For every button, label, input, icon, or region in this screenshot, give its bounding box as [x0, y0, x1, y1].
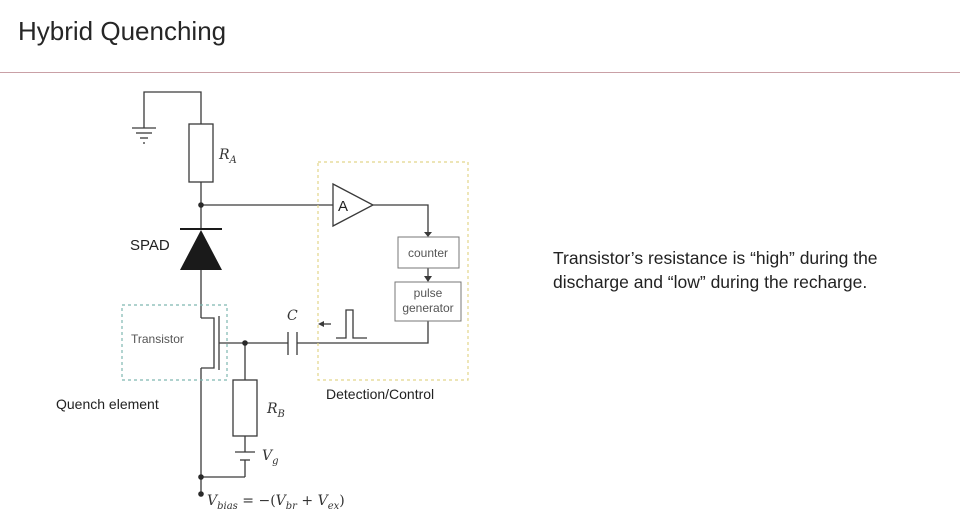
label-transistor: Transistor	[131, 332, 184, 346]
label-quench-element: Quench element	[56, 396, 159, 412]
page-title: Hybrid Quenching	[18, 16, 227, 46]
wire-amp-to-counter	[373, 204, 429, 236]
caption-line: discharge and “low” during the recharge.	[553, 272, 868, 292]
label-vbias-equation: Vbias = −(Vbr + Vex)	[207, 493, 345, 512]
battery-vg-icon	[235, 451, 255, 461]
label-capacitor: C	[287, 308, 298, 324]
junction-dot	[198, 202, 204, 208]
junction-dot	[198, 474, 204, 480]
label-generator: generator	[402, 301, 453, 315]
junction-dot	[242, 340, 248, 346]
resistor-ra	[188, 123, 214, 183]
ground-wire	[143, 91, 202, 128]
pulse-generator-block	[394, 281, 462, 322]
resistor-rb	[232, 379, 258, 437]
detection-control-box	[317, 161, 469, 381]
label-amplifier: A	[338, 198, 348, 215]
title-divider	[0, 72, 960, 73]
label-counter: counter	[408, 246, 448, 260]
label-spad: SPAD	[130, 237, 170, 254]
ground-icon	[132, 127, 156, 144]
label-ra: RA	[218, 147, 237, 166]
spad-diode-icon	[180, 228, 222, 270]
capacitor-c	[287, 332, 298, 355]
wire-cap-to-pulse	[297, 321, 429, 344]
label-detection-control: Detection/Control	[326, 386, 434, 402]
label-rb: RB	[266, 401, 285, 420]
counter-block	[397, 236, 460, 269]
pulse-waveform-icon	[336, 309, 367, 339]
arrowhead-to-pulse	[424, 276, 432, 282]
caption-text: Transistor’s resistance is “high” during…	[553, 246, 953, 294]
arrowhead-to-counter	[424, 232, 432, 237]
transistor-symbol	[201, 316, 288, 370]
caption-line: Transistor’s resistance is “high” during…	[553, 248, 878, 268]
arrowhead-pulse-left	[318, 321, 324, 327]
label-vg: Vg	[262, 448, 279, 467]
label-pulse: pulse	[414, 286, 443, 300]
terminal-dot	[198, 491, 204, 497]
amplifier-triangle	[332, 182, 375, 228]
